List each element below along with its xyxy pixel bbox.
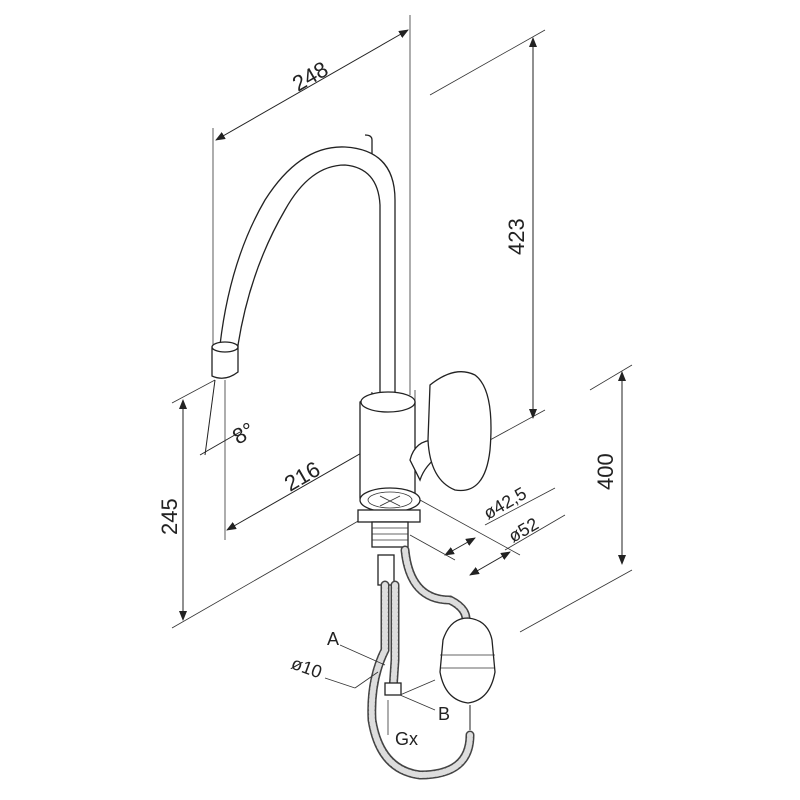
dim-total-height: 423 [504,218,529,255]
dim-spout-reach: 248 [288,56,332,96]
dim-line-angle [199,431,241,456]
callout-b: B [438,704,450,724]
dim-angle: 8° [228,417,259,449]
dim-base-outer-diameter: ø52 [505,514,542,547]
dim-line-52 [469,551,511,576]
spout-head [211,344,239,379]
callout-a: A [327,629,339,649]
faucet [211,134,492,586]
dimension-lines [179,29,626,621]
dim-outlet-offset: 216 [280,456,324,496]
dim-line-42-5 [444,537,476,556]
base-nut [357,509,421,523]
connector [377,554,395,586]
dim-hose-length: 400 [593,453,618,490]
counterweight [439,617,496,704]
handle-lever [427,371,492,492]
hoses [367,545,496,780]
dim-line-248 [215,29,409,141]
thread-shank [371,521,409,548]
callout-leaders [324,644,436,735]
dim-base-inner-diameter: ø42,5 [480,483,530,523]
callout-hose-diameter: ø10 [289,653,325,682]
callout-thread: Gx [395,729,418,749]
angle-leg [204,379,216,456]
hex-nut-b [384,682,402,696]
dim-outlet-height: 245 [157,498,182,535]
